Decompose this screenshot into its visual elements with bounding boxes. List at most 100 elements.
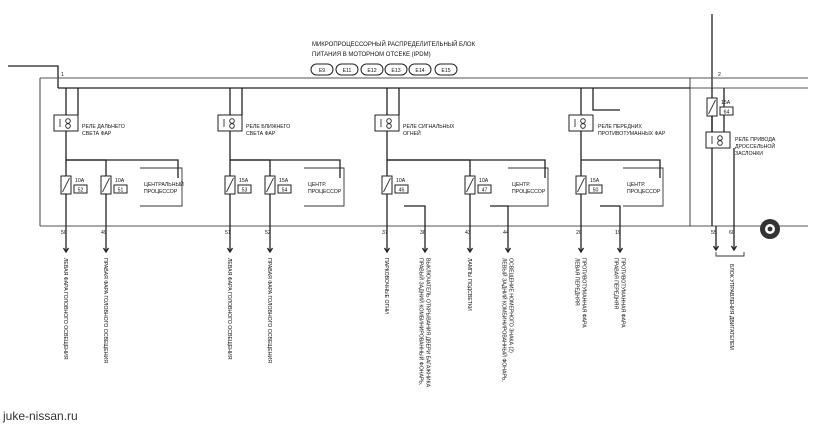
connector-label: E12 [367, 68, 376, 74]
fuse-rating: 15A [239, 178, 249, 184]
cpu-block: ЦЕНТР.ПРОЦЕССОР [304, 167, 345, 207]
connector-label: E9 [319, 68, 325, 74]
fuse-number: 46 [399, 187, 405, 193]
connector-e12: E12 [360, 63, 384, 76]
pin-44: 44 [503, 226, 512, 254]
fuse-rating: 15A [279, 178, 289, 184]
relay-label-line2: ДРОССЕЛЬНОЙ [735, 142, 775, 150]
relay-label-line1: РЕЛЕ ПЕРЕДНИХ [598, 124, 642, 130]
fuse-rating: 10A [396, 178, 406, 184]
pin-38: 38 [420, 226, 429, 254]
fuse-number: 47 [482, 187, 488, 193]
cpu-output-wires [404, 205, 621, 226]
fuse-54: 15A 54 [264, 175, 292, 226]
pin-number: 55 [711, 230, 717, 236]
fuse-52: 10A 52 [60, 175, 88, 226]
pin-55: 55 [711, 226, 720, 252]
pin-19: 19 [615, 226, 624, 254]
gear-icon [760, 219, 780, 239]
cpu-label-line2: ПРОЦЕССОР [512, 189, 546, 195]
connector-row: E9 E11 E12 E13 E14 E15 [310, 63, 458, 76]
output-label-line: ОСВЕЩЕНИЕ НОМЕРНОГО ЗНАКА (2) [508, 258, 514, 353]
fuse-number: 54 [282, 187, 288, 193]
pin-43: 43 [465, 226, 474, 254]
fuse-number: 51 [118, 187, 124, 193]
fuse-53: 15A 53 [224, 175, 252, 226]
relay-label-line1: РЕЛЕ ДАЛЬНЕГО [82, 124, 125, 130]
pin-20: 20 [576, 226, 585, 254]
pin-number: 51 [225, 230, 231, 236]
connector-label: E14 [415, 68, 424, 74]
pin-52: 52 [265, 226, 274, 254]
output-label-line: ЛАМПЫ ПОДСВЕТКИ [466, 258, 472, 311]
cpu-label-line1: ЦЕНТР. [627, 182, 645, 188]
cpu-label-line2: ПРОЦЕССОР [144, 189, 178, 195]
connector-label: E13 [391, 68, 400, 74]
relay-label-line2: СВЕТА ФАР [82, 131, 112, 137]
output-label-pin-37: ПАРКОВОЧНЫЕ ОГНИ [383, 258, 389, 314]
connector-e9: E9 [310, 63, 334, 76]
fuse-rating: 10A [75, 178, 85, 184]
fuse-number: 52 [78, 187, 84, 193]
relay-label-line2: СВЕТА ФАР [246, 131, 276, 137]
cpu-label-line1: ЦЕНТР. [308, 182, 326, 188]
cpu-label-line1: ЦЕНТРАЛЬНЫЙ [144, 180, 184, 188]
pin-60: 60 [729, 226, 738, 252]
fuse-rating: 10A [115, 178, 125, 184]
fuse-46: 10A 46 [381, 175, 409, 226]
pin-51: 51 [225, 226, 234, 254]
connector-e13: E13 [384, 63, 408, 76]
connector-e14: E14 [408, 63, 432, 76]
relay-label-line3: ЗАСЛОНКИ [735, 151, 763, 157]
output-label-pin-38: ПРАВЫЙ ЗАДНИЙ КОМБИНИРОВАННЫЙ ФОНАРЬ,ВЫК… [418, 258, 431, 388]
pin-number: 19 [615, 230, 621, 236]
relay-label-line1: РЕЛЕ ПРИВОДА [735, 137, 776, 143]
output-label-line: ЛЕВЫЙ ЗАДНИЙ КОМБИНИРОВАННЫЙ ФОНАРЬ, [501, 258, 509, 382]
ecm-label: БЛОК УПРАВЛЕНИЯ ДВИГАТЕЛЕМ [728, 264, 734, 350]
terminal-1: 1 [61, 72, 64, 78]
fuse-number: 64 [724, 109, 730, 115]
fuse-number: 53 [242, 187, 248, 193]
pin-number: 52 [265, 230, 271, 236]
output-label-line: ЛЕВАЯ ФАРА ГОЛОВНОГО ОСВЕЩЕНИЯ [62, 258, 68, 360]
output-label-line: ПРОТИВОТУМАННАЯ ФАРА [581, 258, 587, 328]
output-label-line: ПРАВАЯ ФАРА ГОЛОВНОГО ОСВЕЩЕНИЯ [102, 258, 108, 363]
relay-label-line1: РЕЛЕ СИГНАЛЬНЫХ [403, 124, 455, 130]
connector-e11: E11 [335, 63, 359, 76]
output-label-pin-50: ЛЕВАЯ ФАРА ГОЛОВНОГО ОСВЕЩЕНИЯ [62, 258, 68, 360]
output-label-pin-52: ПРАВАЯ ФАРА ГОЛОВНОГО ОСВЕЩЕНИЯ [266, 258, 272, 363]
connector-label: E11 [343, 68, 352, 74]
pin-number: 43 [465, 230, 471, 236]
output-label-pin-51: ЛЕВАЯ ФАРА ГОЛОВНОГО ОСВЕЩЕНИЯ [226, 258, 232, 360]
output-label-line: ЛЕВАЯ ПЕРЕДНЯЯ [574, 258, 580, 306]
output-label-line: ПРАВАЯ ФАРА ГОЛОВНОГО ОСВЕЩЕНИЯ [266, 258, 272, 363]
output-label-pin-44: ЛЕВЫЙ ЗАДНИЙ КОМБИНИРОВАННЫЙ ФОНАРЬ,ОСВЕ… [501, 258, 514, 382]
pin-number: 50 [61, 230, 67, 236]
pin-number: 44 [503, 230, 509, 236]
output-label-line: ВЫКЛЮЧАТЕЛЬ ОТКРЫВАНИЯ ДВЕРИ БАГАЖНИКА [425, 258, 431, 388]
watermark: juke-nissan.ru [3, 409, 78, 423]
pin-number: 38 [420, 230, 426, 236]
pin-number: 60 [729, 230, 735, 236]
cpu-block: ЦЕНТР.ПРОЦЕССОР [623, 167, 664, 207]
pin-37: 37 [382, 226, 391, 254]
connector-label: E15 [441, 68, 450, 74]
output-label-line: ПРАВЫЙ ЗАДНИЙ КОМБИНИРОВАННЫЙ ФОНАРЬ, [418, 258, 426, 385]
pin-number: 49 [101, 230, 107, 236]
pin-49: 49 [101, 226, 110, 254]
fuse-51: 10A 51 [100, 175, 128, 226]
fuse-rating: 15A [590, 178, 600, 184]
output-label-line: ПРОТИВОТУМАННАЯ ФАРА [620, 258, 626, 328]
terminal-2: 2 [718, 72, 721, 78]
relay-label-line1: РЕЛЕ БЛИЖНЕГО [246, 124, 290, 130]
